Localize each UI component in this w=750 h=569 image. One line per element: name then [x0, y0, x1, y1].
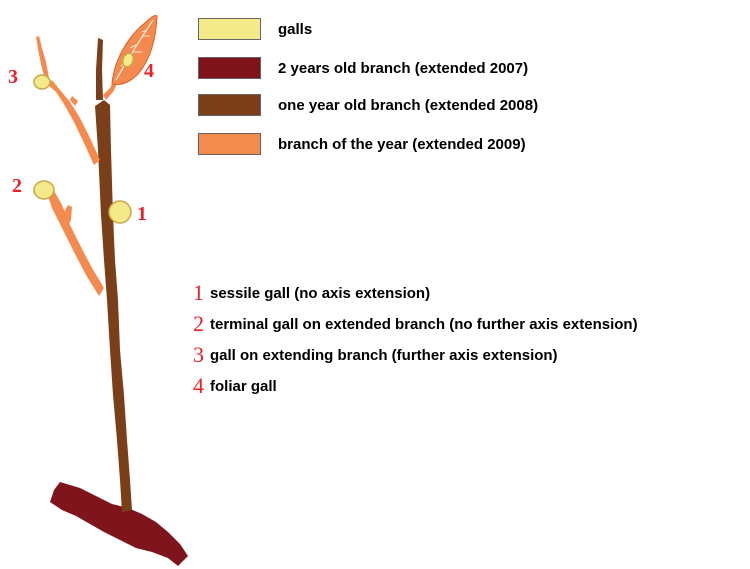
one-year-old-lateral-stem — [96, 38, 103, 100]
legend-label: 2 years old branch (extended 2007) — [278, 60, 528, 77]
gall-type-label: foliar gall — [210, 378, 277, 395]
gall-type-number: 2 — [193, 311, 204, 336]
legend-label: galls — [278, 21, 312, 38]
branch-of-the-year-left-twig — [62, 205, 72, 228]
legend-swatch — [198, 94, 261, 116]
label-gall-extending: 3 — [8, 66, 18, 88]
branch-of-the-year-left-lower — [47, 189, 104, 296]
gall-type-3: 3 gall on extending branch (further axis … — [193, 342, 558, 366]
gall-extending-branch — [34, 75, 50, 89]
legend-swatch — [198, 57, 261, 79]
gall-type-4: 4 foliar gall — [193, 373, 277, 397]
legend-label: branch of the year (extended 2009) — [278, 136, 526, 153]
label-gall-terminal: 2 — [12, 175, 22, 197]
gall-type-label: sessile gall (no axis extension) — [210, 285, 430, 302]
gall-sessile — [109, 201, 131, 223]
label-gall-sessile: 1 — [137, 203, 147, 225]
gall-type-number: 4 — [193, 373, 204, 398]
gall-type-1: 1 sessile gall (no axis extension) — [193, 280, 430, 304]
gall-type-label: terminal gall on extended branch (no fur… — [210, 316, 638, 333]
gall-type-label: gall on extending branch (further axis e… — [210, 347, 558, 364]
branch-of-the-year-left-upper — [47, 80, 100, 165]
gall-type-number: 1 — [193, 280, 204, 305]
legend-label: one year old branch (extended 2008) — [278, 97, 538, 114]
label-gall-foliar: 4 — [144, 60, 154, 82]
legend-swatch — [198, 133, 261, 155]
two-year-old-branch — [50, 482, 188, 566]
gall-terminal — [34, 181, 54, 199]
gall-type-2: 2 terminal gall on extended branch (no fu… — [193, 311, 638, 335]
legend-swatch — [198, 18, 261, 40]
one-year-old-stem — [95, 100, 132, 512]
branch-of-the-year-tip — [36, 36, 49, 80]
gall-type-number: 3 — [193, 342, 204, 367]
